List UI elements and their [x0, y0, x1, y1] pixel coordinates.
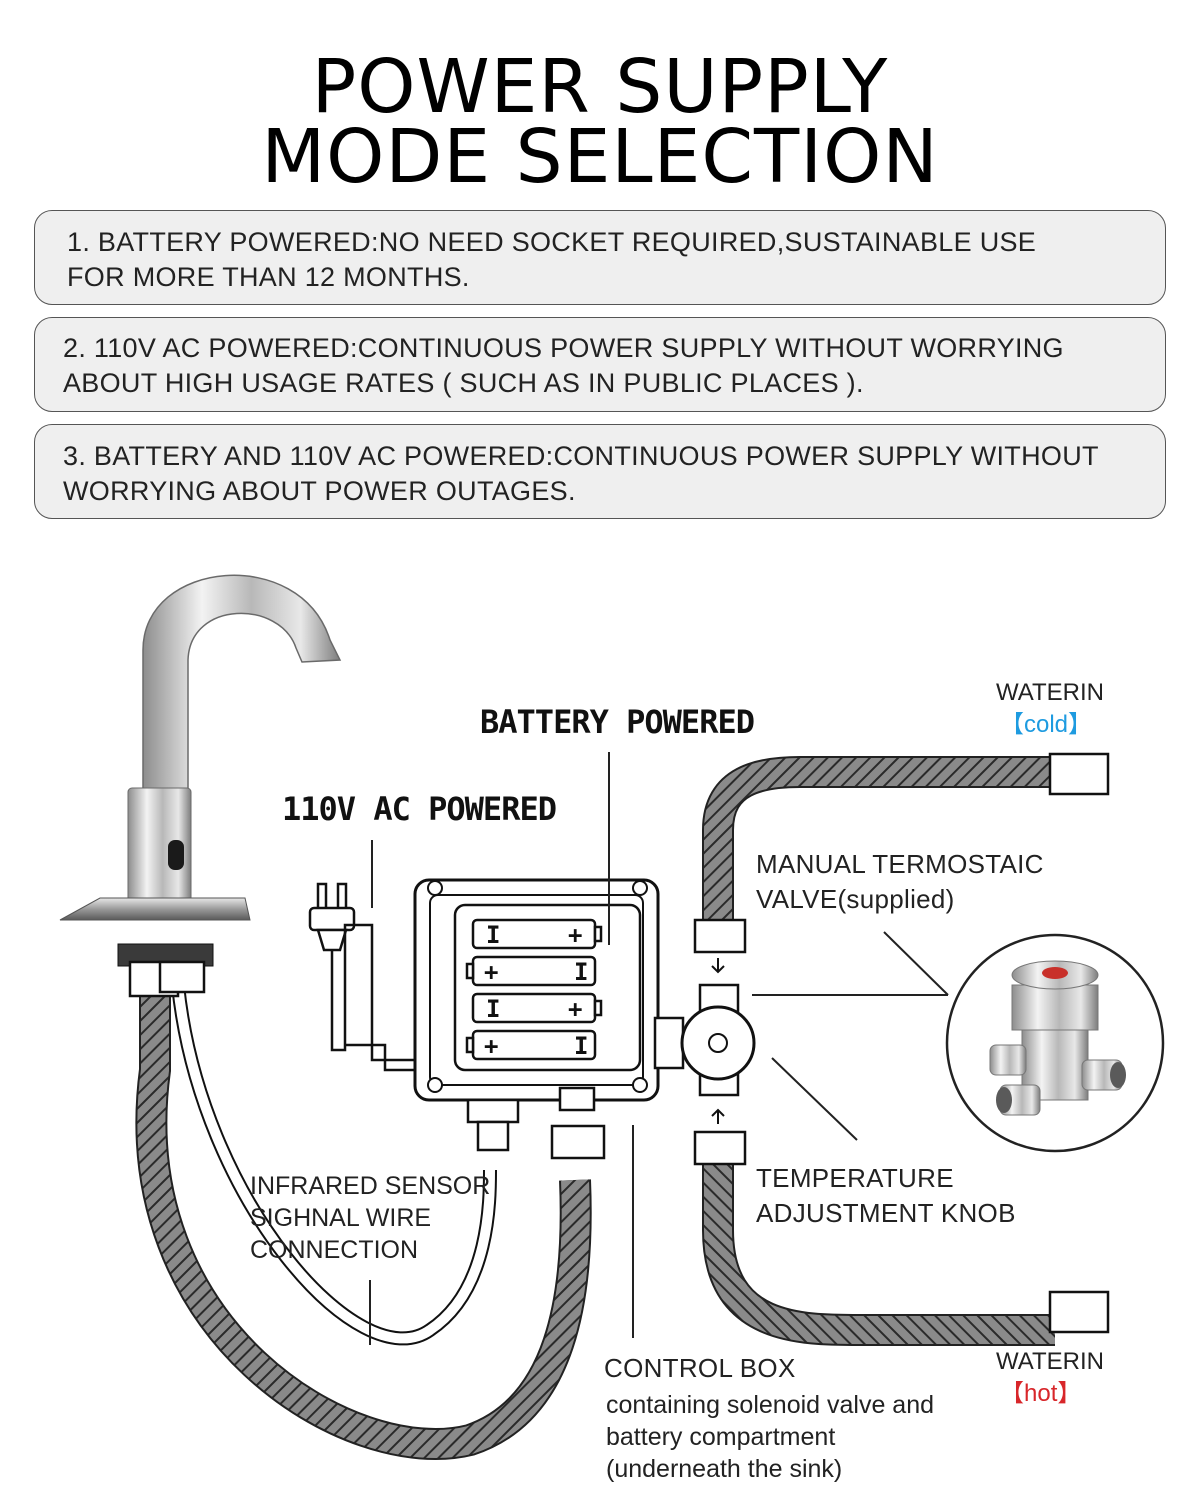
sensor-text-3: CONNECTION: [250, 1236, 419, 1264]
installation-diagram: I + + I I + + I: [59, 574, 1165, 1460]
mode-1-line-1: 1. BATTERY POWERED:NO NEED SOCKET REQUIR…: [67, 227, 1037, 257]
water-in-hot-text: WATERIN: [996, 1348, 1104, 1375]
cold-badge: 【cold】: [1000, 711, 1093, 738]
svg-text:+: +: [484, 1032, 498, 1060]
mode-box-3: 3. BATTERY AND 110V AC POWERED:CONTINUOU…: [34, 424, 1166, 519]
mode-box-2: 2. 110V AC POWERED:CONTINUOUS POWER SUPP…: [34, 317, 1166, 412]
valve-text-1: MANUAL TERMOSTAIC: [756, 849, 1044, 879]
label-ac-powered: 110V AC POWERED: [282, 790, 557, 828]
knob-text-2: ADJUSTMENT KNOB: [756, 1198, 1016, 1228]
water-in-cold-text: WATERIN: [996, 679, 1104, 706]
mode-box-1: 1. BATTERY POWERED:NO NEED SOCKET REQUIR…: [34, 210, 1166, 305]
battery-icon: [465, 918, 603, 1061]
page-title: POWER SUPPLY MODE SELECTION: [0, 44, 1200, 200]
control-desc-3: (underneath the sink): [606, 1455, 843, 1483]
control-box: I + + I I + + I: [413, 878, 660, 1160]
label-temperature-knob: TEMPERATURE ADJUSTMENT KNOB: [756, 1162, 1016, 1229]
svg-text:+: +: [568, 995, 582, 1023]
faucet-icon: [59, 574, 342, 967]
label-battery-powered: BATTERY POWERED: [480, 703, 755, 741]
hot-badge: 【hot】: [1000, 1380, 1082, 1407]
svg-text:I: I: [574, 958, 588, 986]
label-water-in-cold: WATERIN 【cold】: [996, 677, 1104, 741]
label-control-box: CONTROL BOX: [604, 1353, 796, 1383]
knob-text-1: TEMPERATURE: [756, 1163, 954, 1193]
svg-text:+: +: [484, 958, 498, 986]
svg-text:I: I: [486, 921, 500, 949]
label-infrared-sensor: INFRARED SENSOR SIGHNAL WIRE CONNECTION: [250, 1170, 490, 1266]
label-water-in-hot: WATERIN 【hot】: [996, 1346, 1104, 1410]
mode-2-line-2: ABOUT HIGH USAGE RATES ( SUCH AS IN PUBL…: [63, 368, 864, 398]
title-line-1: POWER SUPPLY: [311, 44, 889, 130]
svg-text:I: I: [574, 1032, 588, 1060]
svg-text:I: I: [486, 995, 500, 1023]
control-desc-2: battery compartment: [606, 1423, 836, 1451]
plug-icon: [308, 882, 356, 952]
mode-2-line-1: 2. 110V AC POWERED:CONTINUOUS POWER SUPP…: [63, 333, 1064, 363]
sensor-text-2: SIGHNAL WIRE: [250, 1204, 432, 1232]
valve-text-2: VALVE(supplied): [756, 884, 955, 914]
mode-1-line-2: FOR MORE THAN 12 MONTHS.: [67, 262, 470, 292]
sensor-text-1: INFRARED SENSOR: [250, 1172, 491, 1200]
hose-icon: [137, 990, 590, 1458]
control-desc-1: containing solenoid valve and: [606, 1391, 935, 1419]
mode-3-line-2: WORRYING ABOUT POWER OUTAGES.: [63, 476, 576, 506]
valve-icon: [945, 933, 1165, 1153]
mode-3-line-1: 3. BATTERY AND 110V AC POWERED:CONTINUOU…: [63, 441, 1099, 471]
title-line-2: MODE SELECTION: [261, 114, 939, 200]
svg-text:+: +: [568, 921, 582, 949]
label-thermostatic-valve: MANUAL TERMOSTAIC VALVE(supplied): [756, 848, 1044, 915]
label-control-box-desc: containing solenoid valve and battery co…: [606, 1389, 934, 1485]
